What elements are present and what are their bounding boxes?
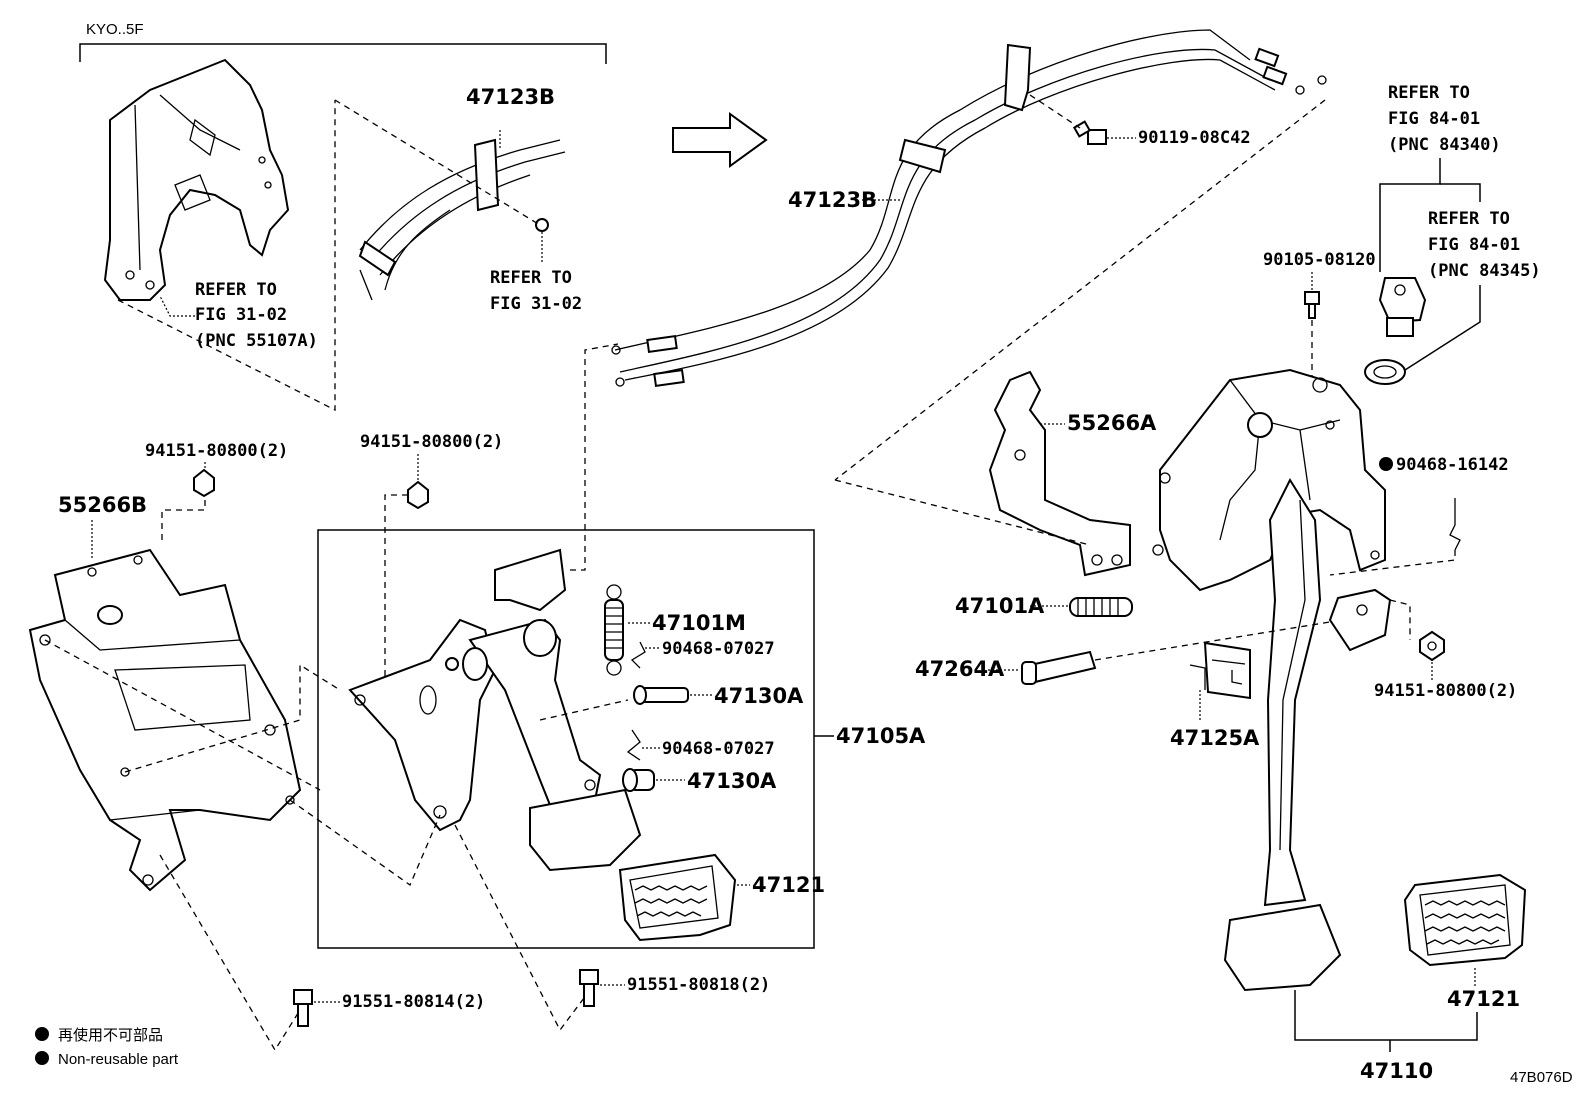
pedal-pad-right: [1403, 873, 1527, 967]
svg-text:REFER TO: REFER TO: [490, 268, 572, 288]
legend-english: Non-reusable part: [58, 1051, 179, 1068]
svg-text:REFER TO: REFER TO: [1388, 83, 1470, 103]
label-47121-left: 47121: [752, 873, 825, 897]
nut-94151-right: [1419, 630, 1445, 662]
brake-pedal-assembly-right: [1152, 368, 1392, 992]
legend: 再使用不可部品 Non-reusable part: [35, 1027, 179, 1068]
cable-detail-left: [358, 138, 566, 301]
label-94151-80800-right: 94151-80800(2): [1374, 681, 1517, 701]
refer-fig-31-02-b: REFER TO FIG 31-02: [490, 268, 582, 314]
svg-text:FIG 31-02: FIG 31-02: [490, 294, 582, 314]
clip-47125A: [1189, 641, 1251, 700]
pin-47264A: [1021, 650, 1097, 685]
pedal-assembly-box: [348, 548, 642, 872]
svg-text:REFER TO: REFER TO: [195, 280, 277, 300]
label-94151-80800-left: 94151-80800(2): [145, 441, 288, 461]
label-47123B-top: 47123B: [466, 85, 555, 109]
stop-lamp-switch: [1378, 277, 1427, 337]
legend-japanese: 再使用不可部品: [58, 1027, 163, 1044]
bolt-91551-80814: [293, 989, 313, 1027]
label-47130A-b: 47130A: [687, 769, 777, 793]
label-55266A: 55266A: [1067, 411, 1157, 435]
label-47110: 47110: [1360, 1059, 1433, 1083]
bracket-55266A: [988, 370, 1131, 577]
clip-90468-07027-a: [630, 641, 646, 669]
label-47130A-a: 47130A: [714, 684, 804, 708]
label-47105A: 47105A: [836, 724, 926, 748]
refer-fig-84-01-a: REFER TO FIG 84-01 (PNC 84340): [1388, 83, 1501, 155]
bolt-90105: [1304, 291, 1320, 319]
label-90468-07027-a: 90468-07027: [662, 639, 775, 659]
bolt-90119: [1072, 120, 1107, 145]
nut-94151-left: [193, 468, 215, 498]
label-47101M: 47101M: [652, 611, 746, 635]
svg-text:(PNC 55107A): (PNC 55107A): [195, 331, 318, 351]
variant-label: KYO..5F: [86, 21, 144, 38]
label-90468-07027-b: 90468-07027: [662, 739, 775, 759]
clip-90468-07027-b: [626, 729, 641, 761]
label-47264A: 47264A: [915, 657, 1005, 681]
return-spring-47101M: [604, 584, 624, 676]
svg-text:FIG 84-01: FIG 84-01: [1388, 109, 1480, 129]
svg-text:FIG 84-01: FIG 84-01: [1428, 235, 1520, 255]
drawing-id: 47B076D: [1510, 1069, 1573, 1086]
label-91551-80814: 91551-80814(2): [342, 992, 485, 1012]
label-90119-08C42: 90119-08C42: [1138, 128, 1251, 148]
bracket-55266B: [28, 548, 302, 892]
nut-94151-middle: [407, 480, 429, 510]
svg-text:FIG 31-02: FIG 31-02: [195, 305, 287, 325]
variant-bracket: KYO..5F: [79, 21, 607, 64]
svg-text:(PNC 84345): (PNC 84345): [1428, 261, 1541, 281]
parking-cable-assembly: [611, 29, 1327, 388]
label-47121-right: 47121: [1447, 987, 1520, 1011]
pedal-support-bracket-drawing: [103, 58, 290, 301]
switch-grommet: [1364, 359, 1406, 385]
non-reusable-dot: [1379, 457, 1393, 471]
label-90468-16142: 90468-16142: [1396, 455, 1509, 475]
label-90105-08120: 90105-08120: [1263, 250, 1376, 270]
label-55266B: 55266B: [58, 493, 147, 517]
label-94151-80800-middle: 94151-80800(2): [360, 432, 503, 452]
refer-fig-31-02-a: REFER TO FIG 31-02 (PNC 55107A): [195, 280, 318, 351]
svg-text:(PNC 84340): (PNC 84340): [1388, 135, 1501, 155]
assembly-box-47105A: [317, 529, 815, 949]
pedal-pad-left: [618, 853, 737, 942]
svg-text:REFER TO: REFER TO: [1428, 209, 1510, 229]
label-47125A: 47125A: [1170, 726, 1260, 750]
bolt-91551-80818: [579, 969, 599, 1007]
return-spring-47101A: [1069, 597, 1133, 617]
label-91551-80818: 91551-80818(2): [627, 975, 770, 995]
pin-47130A-b: [622, 768, 655, 792]
pin-47130A-a: [633, 685, 689, 705]
direction-arrow: [672, 112, 768, 168]
refer-fig-84-01-b: REFER TO FIG 84-01 (PNC 84345): [1428, 209, 1541, 281]
